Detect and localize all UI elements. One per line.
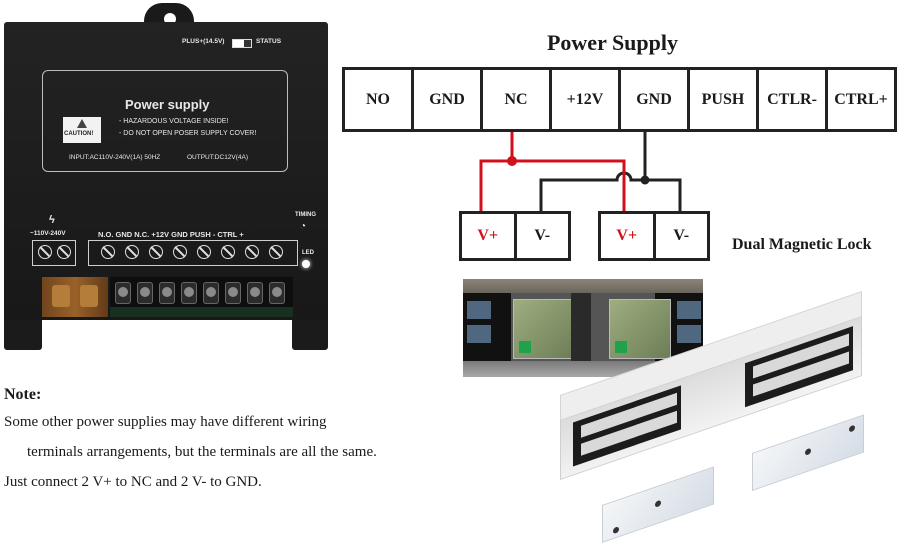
screw-icon	[269, 245, 283, 259]
lock-2-terminals: V+ V-	[598, 211, 710, 261]
terminal-gnd-1: GND	[414, 70, 483, 129]
status-label: STATUS	[256, 38, 282, 45]
screw-icon	[245, 245, 259, 259]
screw-icon	[159, 282, 175, 304]
input-spec: INPUT:AC110V-240V(1A) 50HZ	[69, 154, 161, 161]
armature-plate	[752, 414, 864, 491]
screw-icon	[38, 245, 52, 259]
ac-terminal-block	[32, 240, 76, 266]
screw-icon	[221, 245, 235, 259]
ground-wire-right	[645, 178, 682, 212]
lightning-icon: ϟ	[49, 214, 55, 226]
dc-terminal-labels: N.O. GND N.C. +12V GND PUSH - CTRL +	[98, 230, 244, 239]
screw-icon	[80, 285, 98, 307]
terminal-no: NO	[345, 70, 414, 129]
status-switch	[232, 39, 252, 48]
magnetic-lock-photo	[540, 291, 870, 555]
note-line-3: Just connect 2 V+ to NC and 2 V- to GND.	[4, 474, 262, 490]
warning-label-panel	[42, 70, 288, 172]
warning-triangle-icon	[77, 119, 87, 128]
screw-icon	[101, 245, 115, 259]
screw-icon	[197, 245, 211, 259]
power-supply-photo: PLUS+(14.5V) STATUS Power supply CAUTION…	[4, 3, 328, 350]
internal-terminal-strip	[110, 277, 293, 317]
screw-icon	[269, 282, 285, 304]
screw-icon	[181, 282, 197, 304]
screw-icon	[57, 245, 71, 259]
positive-junction-dot	[507, 156, 517, 166]
diagram-title: Power Supply	[546, 30, 678, 55]
power-supply-terminals: NO GND NC +12V GND PUSH CTLR- CTRL+	[342, 67, 897, 132]
positive-wires	[479, 132, 626, 212]
terminal-push: PUSH	[690, 70, 759, 129]
terminal-12v: +12V	[552, 70, 621, 129]
device-panel-title: Power supply	[125, 97, 210, 112]
note-line-1: Some other power supplies may have diffe…	[4, 414, 327, 430]
screw-icon	[149, 245, 163, 259]
screw-icon	[115, 282, 131, 304]
plus-voltage-label: PLUS+(14.5V)	[182, 38, 225, 45]
led-indicator	[302, 260, 310, 268]
lock-1-terminals: V+ V-	[459, 211, 571, 261]
positive-wire-right	[512, 159, 626, 212]
screw-icon	[137, 282, 153, 304]
terminal-gnd-2: GND	[621, 70, 690, 129]
output-spec: OUTPUT:DC12V(4A)	[187, 154, 249, 161]
terminal-nc: NC	[483, 70, 552, 129]
ac-input-label: ~110V-240V	[30, 230, 66, 237]
ac-terminal-cover	[42, 277, 108, 317]
ground-wire-left	[539, 171, 645, 212]
lock-1-v-minus: V-	[534, 227, 551, 244]
ground-junction-dot	[640, 175, 650, 185]
caution-sticker: CAUTION!	[63, 117, 101, 143]
armature-plate	[602, 466, 714, 543]
screw-icon	[125, 245, 139, 259]
terminal-ctrl-plus: CTRL+	[834, 90, 888, 108]
screw-icon	[247, 282, 263, 304]
terminal-ctrl-minus: CTLR-	[759, 70, 828, 129]
note-line-2: terminals arrangements, but the terminal…	[27, 444, 377, 460]
lock-2-v-plus: V+	[601, 214, 656, 258]
dual-magnetic-lock-label: Dual Magnetic Lock	[732, 236, 872, 253]
screw-icon	[225, 282, 241, 304]
lock-2-v-minus: V-	[673, 227, 690, 244]
timing-label: TIMING	[295, 212, 316, 218]
note-title: Note:	[4, 386, 42, 403]
timing-knob-icon: ◔	[300, 221, 307, 232]
warning-line-2: - DO NOT OPEN POSER SUPPLY COVER!	[119, 130, 257, 137]
dc-terminal-block	[88, 240, 298, 266]
positive-wire-left	[479, 159, 512, 212]
caution-text: CAUTION!	[64, 131, 94, 137]
screw-icon	[203, 282, 219, 304]
ground-wires	[539, 132, 682, 212]
led-label: LED	[302, 250, 314, 256]
screw-icon	[173, 245, 187, 259]
lock-1-v-plus: V+	[462, 214, 517, 258]
screw-icon	[52, 285, 70, 307]
warning-line-1: - HAZARDOUS VOLTAGE INSIDE!	[119, 118, 229, 125]
